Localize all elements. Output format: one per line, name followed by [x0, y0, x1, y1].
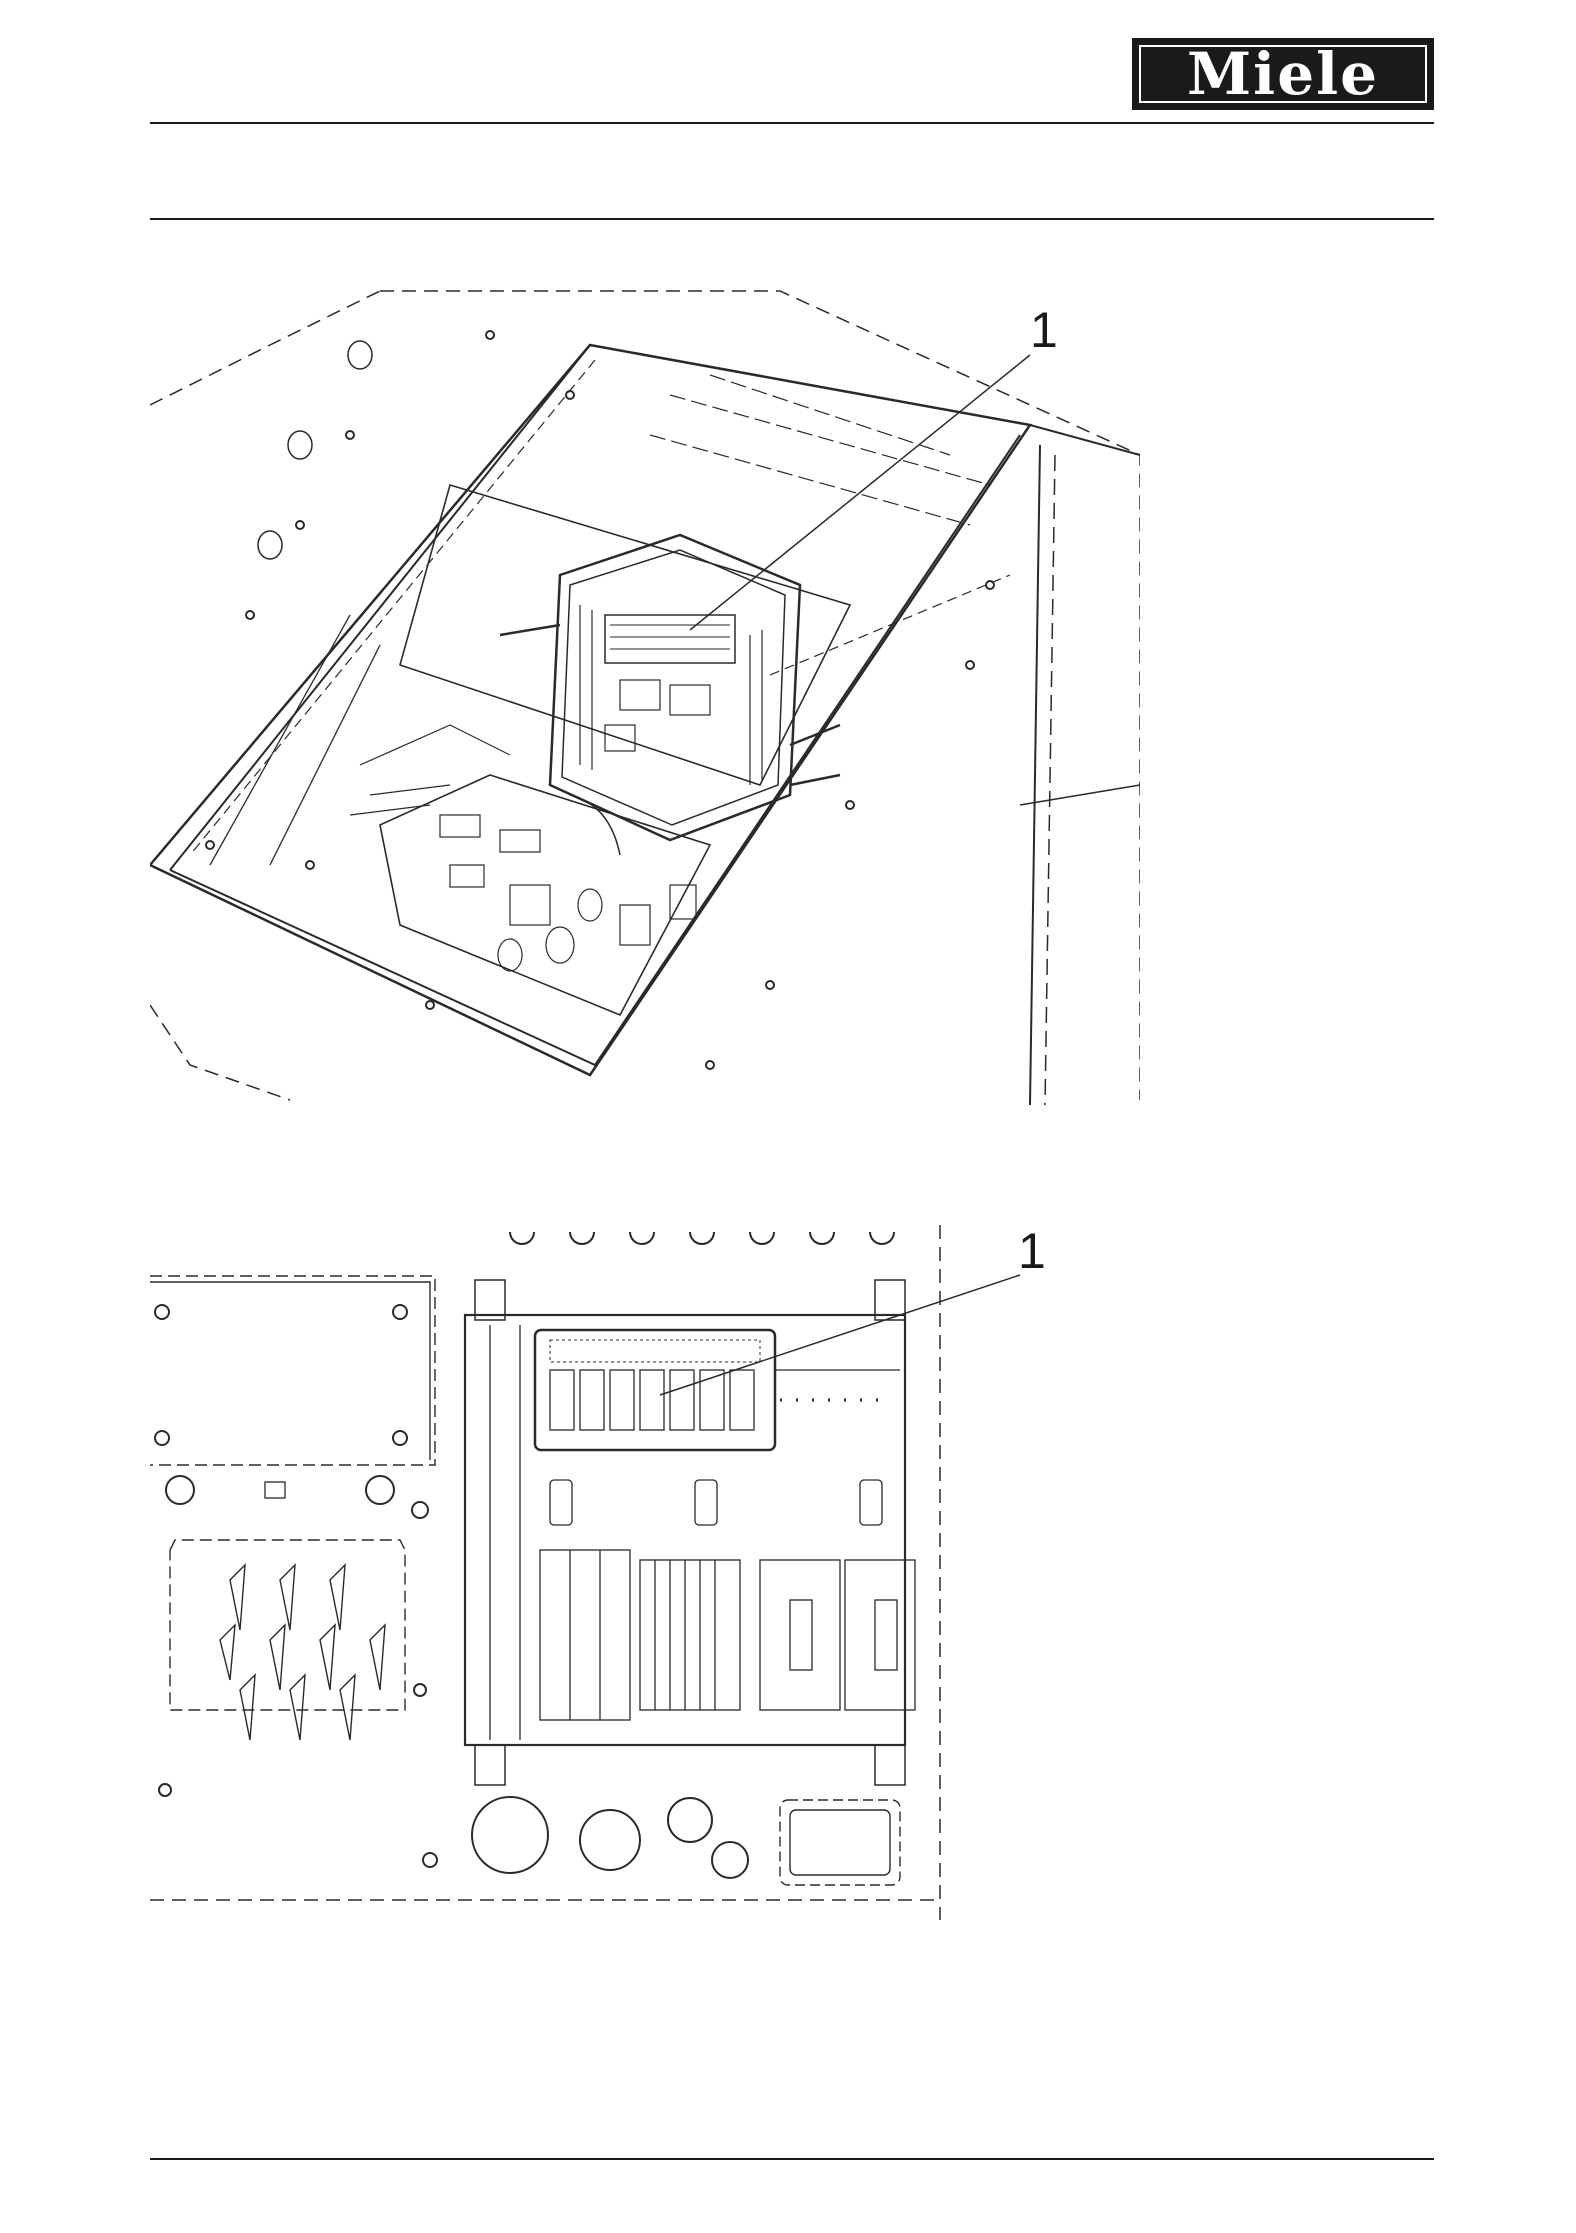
header-rule-top [150, 122, 1434, 124]
figure-front-panel: 1 [150, 1220, 1050, 1920]
logo-text: Miele [1187, 45, 1379, 103]
isometric-drawing: 1 [150, 285, 1140, 1105]
footer-rule [150, 2158, 1434, 2160]
miele-logo: Miele [1132, 38, 1434, 110]
header-rule-bottom [150, 218, 1434, 220]
callout-number: 1 [1030, 302, 1058, 358]
figure-isometric-electronics: 1 [150, 285, 1140, 1105]
callout-number: 1 [1018, 1223, 1046, 1279]
front-view-drawing: 1 [150, 1220, 1050, 1920]
